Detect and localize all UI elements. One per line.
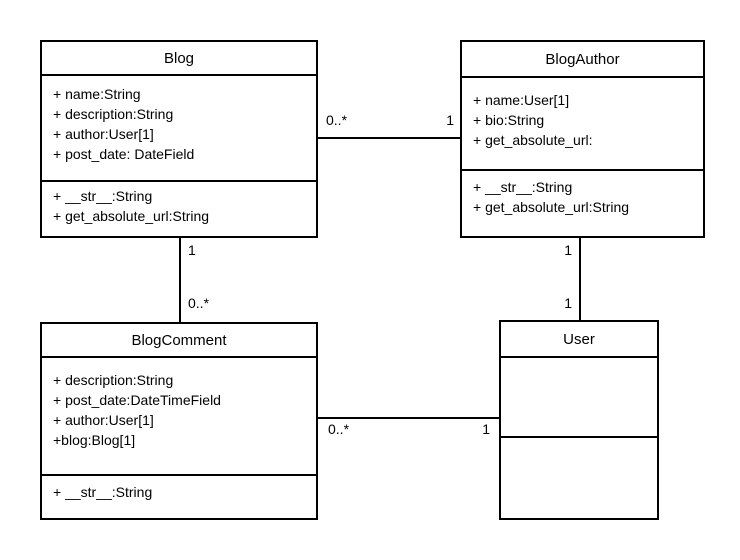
class-methods — [501, 438, 657, 518]
edge-blog-blogcomment[interactable] — [179, 238, 181, 322]
attribute-row: + bio:String — [473, 112, 545, 128]
edge-blogauthor-user[interactable] — [579, 238, 581, 320]
edge-blog-blogauthor[interactable] — [318, 137, 460, 139]
class-attributes: + description:String + post_date:DateTim… — [42, 358, 316, 476]
class-attributes: + name:User[1] + bio:String + get_absolu… — [462, 78, 703, 171]
class-box-blog[interactable]: Blog + name:String + description:String … — [40, 40, 318, 238]
multiplicity-blogauthor-end: 1 — [446, 112, 454, 128]
method-row: + __str__:String — [53, 484, 153, 500]
class-attributes — [501, 358, 657, 438]
attribute-row: + get_absolute_url: — [473, 132, 593, 148]
class-box-user[interactable]: User — [499, 320, 659, 520]
attribute-row: + description:String — [53, 106, 174, 122]
class-methods: + __str__:String + get_absolute_url:Stri… — [42, 182, 316, 236]
class-title: User — [501, 322, 657, 358]
multiplicity-blog-end: 0..* — [326, 112, 348, 128]
class-attributes: + name:String + description:String + aut… — [42, 76, 316, 182]
class-title: BlogComment — [42, 324, 316, 358]
class-title: Blog — [42, 42, 316, 76]
edge-blogcomment-user[interactable] — [318, 417, 499, 419]
attribute-row: +blog:Blog[1] — [53, 432, 136, 448]
multiplicity-blog-end: 1 — [188, 242, 196, 258]
multiplicity-blogcomment-end: 0..* — [188, 295, 210, 311]
attribute-row: + author:User[1] — [53, 412, 154, 428]
method-row: + get_absolute_url:String — [53, 208, 210, 224]
class-box-blogcomment[interactable]: BlogComment + description:String + post_… — [40, 322, 318, 520]
method-row: + get_absolute_url:String — [473, 199, 630, 215]
multiplicity-blogauthor-end: 1 — [564, 242, 572, 258]
class-title: BlogAuthor — [462, 42, 703, 78]
class-methods: + __str__:String — [42, 476, 316, 518]
attribute-row: + description:String — [53, 372, 174, 388]
multiplicity-blogcomment-end: 0..* — [328, 421, 350, 437]
attribute-row: + name:User[1] — [473, 92, 570, 108]
attribute-row: + author:User[1] — [53, 126, 154, 142]
class-box-blogauthor[interactable]: BlogAuthor + name:User[1] + bio:String +… — [460, 40, 705, 238]
attribute-row: + name:String — [53, 86, 141, 102]
method-row: + __str__:String — [473, 179, 573, 195]
method-row: + __str__:String — [53, 188, 153, 204]
attribute-row: + post_date:DateTimeField — [53, 392, 221, 408]
class-methods: + __str__:String + get_absolute_url:Stri… — [462, 171, 703, 236]
multiplicity-user-end: 1 — [564, 295, 572, 311]
attribute-row: + post_date: DateField — [53, 146, 195, 162]
multiplicity-user-end: 1 — [482, 421, 490, 437]
